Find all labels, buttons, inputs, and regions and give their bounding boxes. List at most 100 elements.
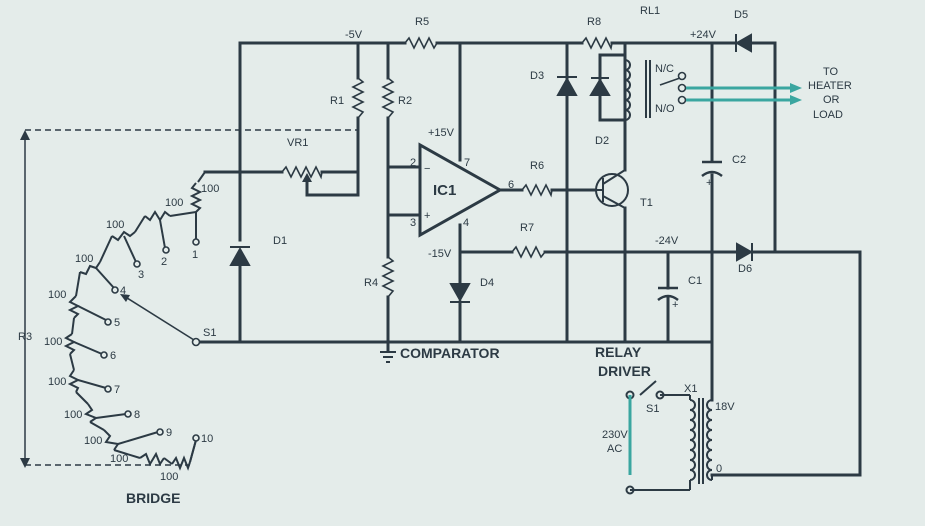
pin6-label: 6 <box>508 179 514 191</box>
r5-label: R5 <box>415 16 429 28</box>
x1-label: X1 <box>684 383 697 395</box>
switch-position: 7 <box>114 384 120 396</box>
bridge-chain <box>63 171 206 471</box>
comparator-label: COMPARATOR <box>400 345 500 361</box>
c1-plus: + <box>672 299 678 311</box>
d2-diode <box>589 78 611 96</box>
d6-label: D6 <box>738 263 752 275</box>
load-label-2: HEATER <box>808 80 852 92</box>
s1-mains-label: S1 <box>646 403 659 415</box>
relay-label-2: DRIVER <box>598 363 651 379</box>
r3-dashed <box>25 129 358 466</box>
r8-label: R8 <box>587 16 601 28</box>
r7-resistor <box>511 245 546 259</box>
d2-label: D2 <box>595 135 609 147</box>
plus-sign: + <box>424 210 430 222</box>
r4-label: R4 <box>364 277 378 289</box>
ac-label-2: AC <box>607 443 622 455</box>
r2-resistor <box>381 77 395 119</box>
pin2-label: 2 <box>410 157 416 169</box>
pos15-label: +15V <box>428 127 455 139</box>
r8-resistor <box>581 36 613 51</box>
bridge-resistor-value: 100 <box>64 409 82 421</box>
d3-diode <box>556 76 578 96</box>
relay-label-1: RELAY <box>595 344 642 360</box>
d6-diode <box>736 242 754 262</box>
v18-label: 18V <box>715 401 735 413</box>
nc-label: N/C <box>655 63 674 75</box>
t1-label: T1 <box>640 197 653 209</box>
bridge-resistor-value: 100 <box>201 183 219 195</box>
rail-pos24-label: +24V <box>690 29 717 41</box>
c1-label: C1 <box>688 275 702 287</box>
c2-label: C2 <box>732 154 746 166</box>
diodes <box>229 33 754 303</box>
r5-resistor <box>404 36 438 50</box>
ic1-label: IC1 <box>433 182 456 199</box>
ic1-opamp <box>418 142 504 238</box>
t1-transistor <box>595 169 629 209</box>
bridge-resistor-value: 100 <box>75 253 93 265</box>
ground-icon <box>380 351 396 363</box>
x1-transformer <box>689 398 713 484</box>
resistors <box>281 36 613 298</box>
rail-neg5-label: -5V <box>345 29 363 41</box>
bridge-resistor-value: 100 <box>48 289 66 301</box>
d4-diode <box>449 283 471 303</box>
relay-coil <box>624 59 631 121</box>
switch-position: 2 <box>161 256 167 268</box>
pin4-label: 4 <box>463 217 469 229</box>
d1-label: D1 <box>273 235 287 247</box>
r7-label: R7 <box>520 222 534 234</box>
load-connection <box>686 86 790 102</box>
r6-label: R6 <box>530 160 544 172</box>
pin7-label: 7 <box>464 157 470 169</box>
bridge-resistor-value: 100 <box>160 471 178 483</box>
d3-label: D3 <box>530 70 544 82</box>
bridge-resistor-value: 100 <box>165 197 183 209</box>
capacitors <box>657 160 723 302</box>
d5-diode <box>734 33 752 53</box>
switch-position: 9 <box>166 427 172 439</box>
switch-position: 1 <box>192 249 198 261</box>
bridge-resistor-value: 100 <box>106 219 124 231</box>
mains-wiring <box>625 380 691 495</box>
load-label-3: OR <box>823 94 840 106</box>
minus-sign: − <box>424 163 430 175</box>
zero-label: 0 <box>716 463 722 475</box>
load-label-4: LOAD <box>813 109 843 121</box>
d1-diode <box>229 246 251 266</box>
switch-position: 5 <box>114 317 120 329</box>
s1-bridge-label: S1 <box>203 327 216 339</box>
bridge-resistor-value: 100 <box>110 453 128 465</box>
load-arrow-1 <box>790 83 802 93</box>
switch-position: 4 <box>120 285 126 297</box>
rl1-label: RL1 <box>640 5 660 17</box>
pin3-label: 3 <box>410 217 416 229</box>
c2-plus: + <box>706 177 712 189</box>
bridge-label: BRIDGE <box>126 490 180 506</box>
r4-resistor <box>381 256 395 298</box>
bridge-resistor-value: 100 <box>84 435 102 447</box>
d4-label: D4 <box>480 277 494 289</box>
bridge-resistor-value: 100 <box>48 376 66 388</box>
s1-wiper <box>123 295 195 341</box>
r1-label: R1 <box>330 95 344 107</box>
switch-position: 8 <box>134 409 140 421</box>
vr1-label: VR1 <box>287 137 308 149</box>
wires <box>198 41 862 477</box>
bridge-resistor-value: 100 <box>44 336 62 348</box>
switch-position: 10 <box>201 433 213 445</box>
switch-contacts <box>100 238 201 442</box>
vr1-resistor <box>281 165 323 180</box>
r3-label: R3 <box>18 331 32 343</box>
no-label: N/O <box>655 103 675 115</box>
r1-resistor <box>351 77 365 119</box>
vr1-wiper-arrow <box>302 173 312 182</box>
switch-position: 6 <box>110 350 116 362</box>
relay-contacts <box>659 71 687 105</box>
rail-neg24-label: -24V <box>655 235 679 247</box>
d5-label: D5 <box>734 9 748 21</box>
